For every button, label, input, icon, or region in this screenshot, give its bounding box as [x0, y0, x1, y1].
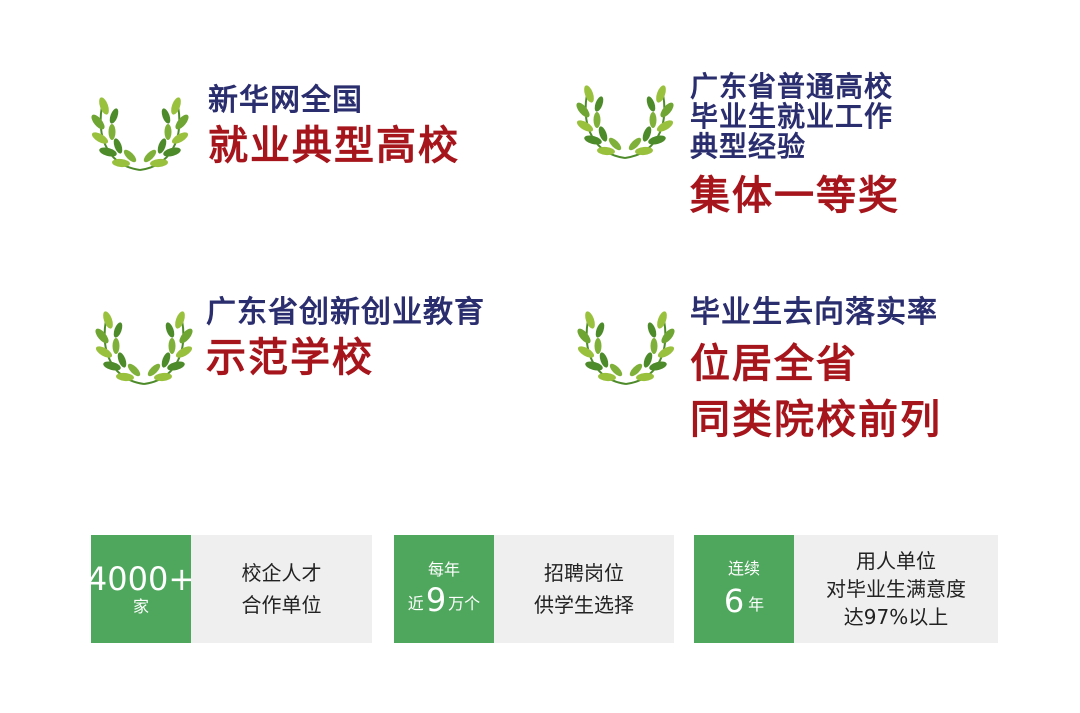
- stat-card-1: 4000+ 家 校企人才 合作单位: [87, 535, 372, 643]
- award-highlight: 就业典型高校: [208, 123, 460, 169]
- stat-unit: 家: [132, 597, 149, 616]
- stat-number: 4000+: [86, 560, 196, 598]
- stat-desc-line: 对毕业生满意度: [826, 577, 966, 601]
- stat-badge: 连续 6 年: [694, 535, 794, 643]
- stat-card-2: 每年 近 9 万个 招聘岗位 供学生选择: [394, 535, 674, 643]
- laurel-wreath-icon: [95, 311, 193, 385]
- stat-number-row: 6 年: [724, 583, 764, 619]
- stat-card-3: 连续 6 年 用人单位 对毕业生满意度 达97%以上: [694, 535, 998, 643]
- stat-description: 用人单位 对毕业生满意度 达97%以上: [794, 535, 998, 643]
- stat-prefix-top: 每年: [427, 560, 460, 579]
- award-title: 广东省创新创业教育: [206, 295, 485, 330]
- stat-number: 6: [723, 582, 745, 620]
- stat-badge: 每年 近 9 万个: [394, 535, 494, 643]
- award-title: 新华网全国: [208, 83, 363, 118]
- stat-desc-line: 合作单位: [241, 593, 322, 617]
- award-highlight: 同类院校前列: [690, 397, 942, 443]
- stat-desc-line: 用人单位: [856, 549, 936, 573]
- award-title: 典型经验: [690, 130, 807, 163]
- stat-desc-line: 达97%以上: [843, 605, 949, 629]
- stat-prefix: 近: [407, 594, 424, 613]
- laurel-wreath-icon: [576, 85, 674, 159]
- stat-desc-line: 供学生选择: [534, 593, 634, 617]
- stat-number: 9: [425, 581, 447, 619]
- award-title: 广东省普通高校: [690, 70, 894, 103]
- stat-badge: 4000+ 家: [87, 535, 195, 643]
- laurel-wreath-icon: [577, 311, 675, 385]
- stat-description: 招聘岗位 供学生选择: [494, 535, 674, 643]
- award-title: 毕业生就业工作: [690, 100, 894, 133]
- stat-unit: 万个: [448, 594, 481, 613]
- stat-number-row: 近 9 万个: [408, 582, 480, 618]
- award-highlight: 位居全省: [690, 341, 858, 387]
- stat-prefix-top: 连续: [727, 559, 760, 578]
- award-title: 毕业生去向落实率: [690, 295, 938, 330]
- award-highlight: 集体一等奖: [690, 173, 900, 219]
- stat-desc-line: 校企人才: [241, 561, 322, 585]
- stat-unit: 年: [748, 595, 765, 614]
- stat-desc-line: 招聘岗位: [544, 561, 624, 585]
- laurel-wreath-icon: [91, 97, 189, 171]
- award-highlight: 示范学校: [206, 335, 374, 381]
- stat-description: 校企人才 合作单位: [191, 535, 372, 643]
